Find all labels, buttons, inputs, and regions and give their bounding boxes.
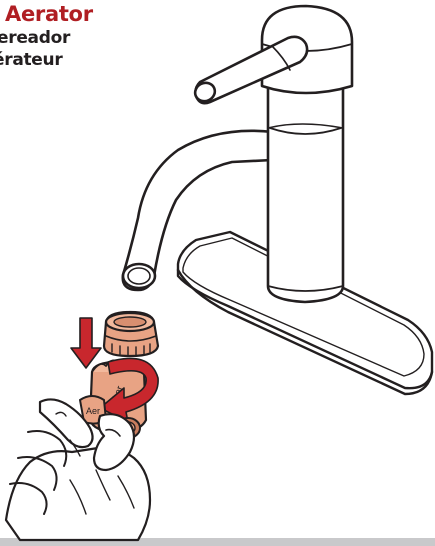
step-title: Aerator ereador érateur bbox=[0, 2, 93, 70]
title-spanish: ereador bbox=[0, 28, 93, 48]
down-arrow bbox=[71, 318, 101, 368]
title-english: Aerator bbox=[5, 2, 93, 27]
title-french: érateur bbox=[0, 50, 93, 70]
aerator-top-piece bbox=[104, 312, 158, 356]
aerator-tag-label: Aer bbox=[86, 406, 100, 416]
